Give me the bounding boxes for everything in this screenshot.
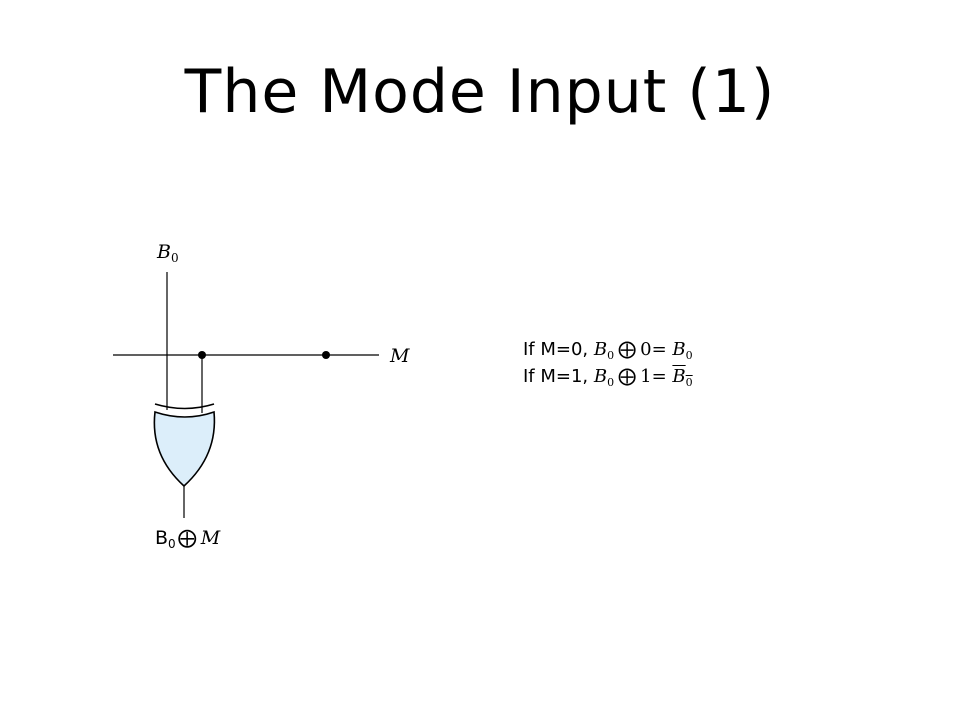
xor-operator-symbol: ⨁ (177, 527, 197, 549)
equation-prefix: If M=0, (523, 339, 589, 360)
equation-math: B0⨁1= B0 (593, 366, 693, 389)
equation-equals: = (651, 339, 667, 360)
equation-result-subscript: 0 (685, 376, 693, 389)
equation-var: B (593, 339, 608, 360)
equation-result-var: B (672, 366, 686, 387)
equation-equals: = (651, 366, 667, 387)
equation-subscript: 0 (607, 349, 615, 362)
output-operand: M (200, 527, 221, 549)
xor-input-arc (154, 403, 215, 410)
equation-operand: 1 (640, 366, 652, 387)
output-subscript: 0 (168, 537, 176, 551)
equation-result-subscript: 0 (685, 349, 693, 362)
equation-line-m0: If M=0, B0⨁0= B0 (523, 336, 693, 363)
equation-math: B0⨁0= B0 (593, 339, 693, 362)
output-var: B (155, 527, 169, 549)
equations-block: If M=0, B0⨁0= B0 If M=1, B0⨁1= B0 (523, 336, 693, 390)
equation-subscript: 0 (607, 376, 615, 389)
equation-result-var: B (672, 339, 686, 360)
xor-gate-body (153, 410, 216, 488)
output-label: B0⨁M (155, 527, 220, 555)
slide-title: The Mode Input (1) (184, 57, 776, 127)
equation-var: B (593, 366, 608, 387)
junction-dot-right (322, 351, 330, 359)
equation-line-m1: If M=1, B0⨁1= B0 (523, 363, 693, 390)
xor-operator-symbol: ⨁ (618, 339, 637, 360)
equation-complement-result: B0 (672, 366, 693, 389)
control-label-m: M (389, 345, 410, 367)
input-label-b0: B0 (156, 241, 179, 265)
equation-operand: 0 (640, 339, 652, 360)
equation-prefix: If M=1, (523, 366, 589, 387)
xor-operator-symbol: ⨁ (618, 366, 637, 387)
